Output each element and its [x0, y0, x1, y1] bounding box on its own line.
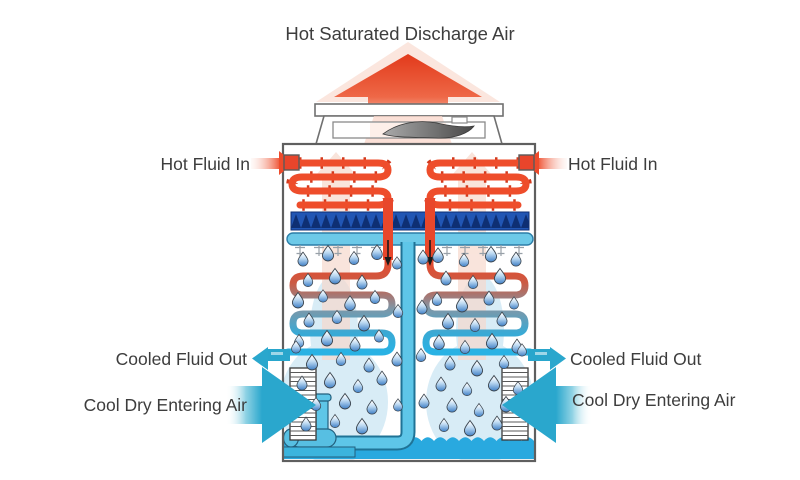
- label-cool-dry-air-left: Cool Dry Entering Air: [84, 395, 248, 415]
- fan-rim: [314, 103, 504, 117]
- fan-assembly: [314, 103, 504, 145]
- cooled-fluid-out-arrow-right: [528, 347, 566, 370]
- spray-nozzle-icon: [496, 245, 506, 256]
- cooling-coil-lower-left: [284, 252, 396, 356]
- hot-fluid-inlet-right: [518, 154, 535, 171]
- spray-nozzle-icon: [460, 245, 470, 256]
- label-hot-fluid-in-left: Hot Fluid In: [161, 154, 250, 174]
- riser-pipe: [320, 242, 416, 451]
- tower-interior: [284, 152, 534, 460]
- spray-nozzle-icon: [514, 245, 524, 256]
- drift-eliminator: [290, 211, 530, 231]
- label-cool-dry-air-right: Cool Dry Entering Air: [572, 390, 736, 410]
- label-hot-fluid-in-right: Hot Fluid In: [568, 154, 657, 174]
- entering-air-arrow-right: [502, 367, 592, 443]
- spray-nozzle-icon: [295, 245, 305, 256]
- entering-air-arrow-left: [226, 367, 316, 443]
- discharge-arrow-head: [334, 54, 482, 97]
- cooling-coil-lower-right: [422, 252, 534, 356]
- hot-fluid-inlet-left: [283, 154, 300, 171]
- pump-base: [284, 446, 356, 458]
- tower-wall-outline: [281, 142, 537, 463]
- spray-nozzle-icon: [333, 245, 343, 256]
- spray-nozzle-icon: [478, 245, 488, 256]
- cooled-fluid-out-arrow-left: [252, 347, 290, 370]
- label-cooled-fluid-out-left: Cooled Fluid Out: [116, 349, 247, 369]
- spray-nozzle-icon: [314, 245, 324, 256]
- label-cooled-fluid-out-right: Cooled Fluid Out: [570, 349, 701, 369]
- fan-blade-icon: [382, 121, 475, 139]
- spray-nozzle-icon: [442, 245, 452, 256]
- spray-nozzle-icon: [352, 245, 362, 256]
- label-discharge-air: Hot Saturated Discharge Air: [285, 23, 514, 44]
- fan-hub-notch: [451, 116, 468, 124]
